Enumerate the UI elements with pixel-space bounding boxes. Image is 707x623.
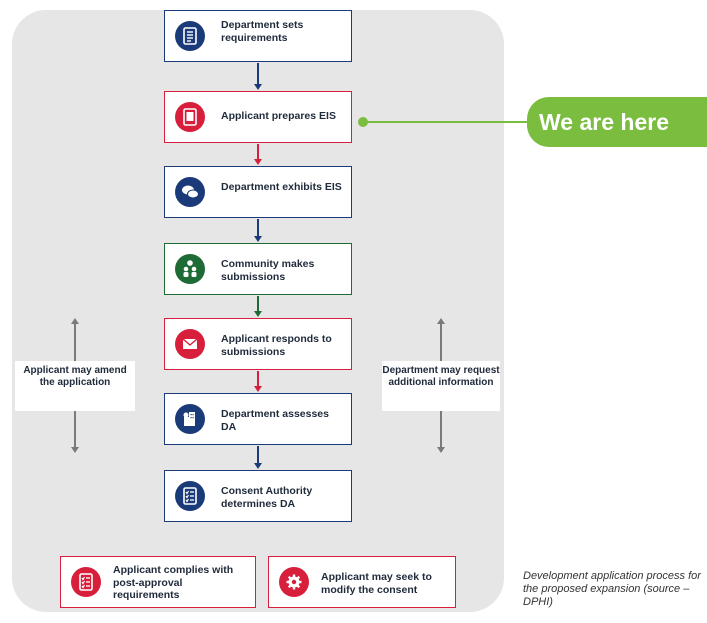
side-arrow-line [74, 411, 76, 449]
speech-bubbles-icon [175, 177, 205, 207]
list-document-icon [175, 21, 205, 51]
step-consent-authority-determines-da: Consent Authority determines DA [164, 470, 352, 522]
step-department-assesses-da: Department assesses DA [164, 393, 352, 445]
step-department-sets-requirements: Department sets requirements [164, 10, 352, 62]
flow-arrow [254, 219, 262, 242]
we-are-here-callout: We are here [527, 97, 707, 147]
tablet-icon [175, 102, 205, 132]
step-label: Applicant responds to submissions [221, 333, 332, 358]
flow-arrow [254, 371, 262, 392]
side-arrow-line [440, 323, 442, 363]
flow-arrow [254, 446, 262, 469]
arrow-up-icon [437, 318, 445, 324]
callout-dot [358, 117, 368, 127]
envelope-icon [175, 329, 205, 359]
box-label: Applicant may seek to modify the consent [321, 571, 432, 596]
side-label-request-information: Department may request additional inform… [382, 361, 500, 411]
flow-arrow [254, 296, 262, 317]
box-applicant-complies: Applicant complies with post-approval re… [60, 556, 256, 608]
step-label: Consent Authority determines DA [221, 485, 313, 510]
checklist-icon [71, 567, 101, 597]
flow-arrow [254, 144, 262, 165]
step-label: Department exhibits EIS [221, 181, 342, 193]
side-label-amend: Applicant may amend the application [15, 361, 135, 411]
side-arrow-line [74, 323, 76, 363]
people-icon [175, 254, 205, 284]
city-buildings-icon [175, 404, 205, 434]
step-applicant-prepares-eis: Applicant prepares EIS [164, 91, 352, 143]
arrow-up-icon [71, 318, 79, 324]
flow-arrow [254, 63, 262, 90]
figure-caption: Development application process for the … [523, 570, 701, 608]
arrow-down-icon [437, 447, 445, 453]
step-label: Community makes submissions [221, 258, 315, 283]
arrow-down-icon [71, 447, 79, 453]
box-label: Applicant complies with post-approval re… [113, 564, 234, 601]
step-label: Applicant prepares EIS [221, 110, 336, 122]
step-label: Department sets requirements [221, 19, 304, 44]
step-label: Department assesses DA [221, 408, 329, 433]
gear-icon [279, 567, 309, 597]
step-applicant-responds-to-submissions: Applicant responds to submissions [164, 318, 352, 370]
callout-connector [364, 121, 532, 123]
step-community-makes-submissions: Community makes submissions [164, 243, 352, 295]
side-arrow-line [440, 411, 442, 449]
step-department-exhibits-eis: Department exhibits EIS [164, 166, 352, 218]
box-applicant-may-modify: Applicant may seek to modify the consent [268, 556, 456, 608]
checklist-icon [175, 481, 205, 511]
